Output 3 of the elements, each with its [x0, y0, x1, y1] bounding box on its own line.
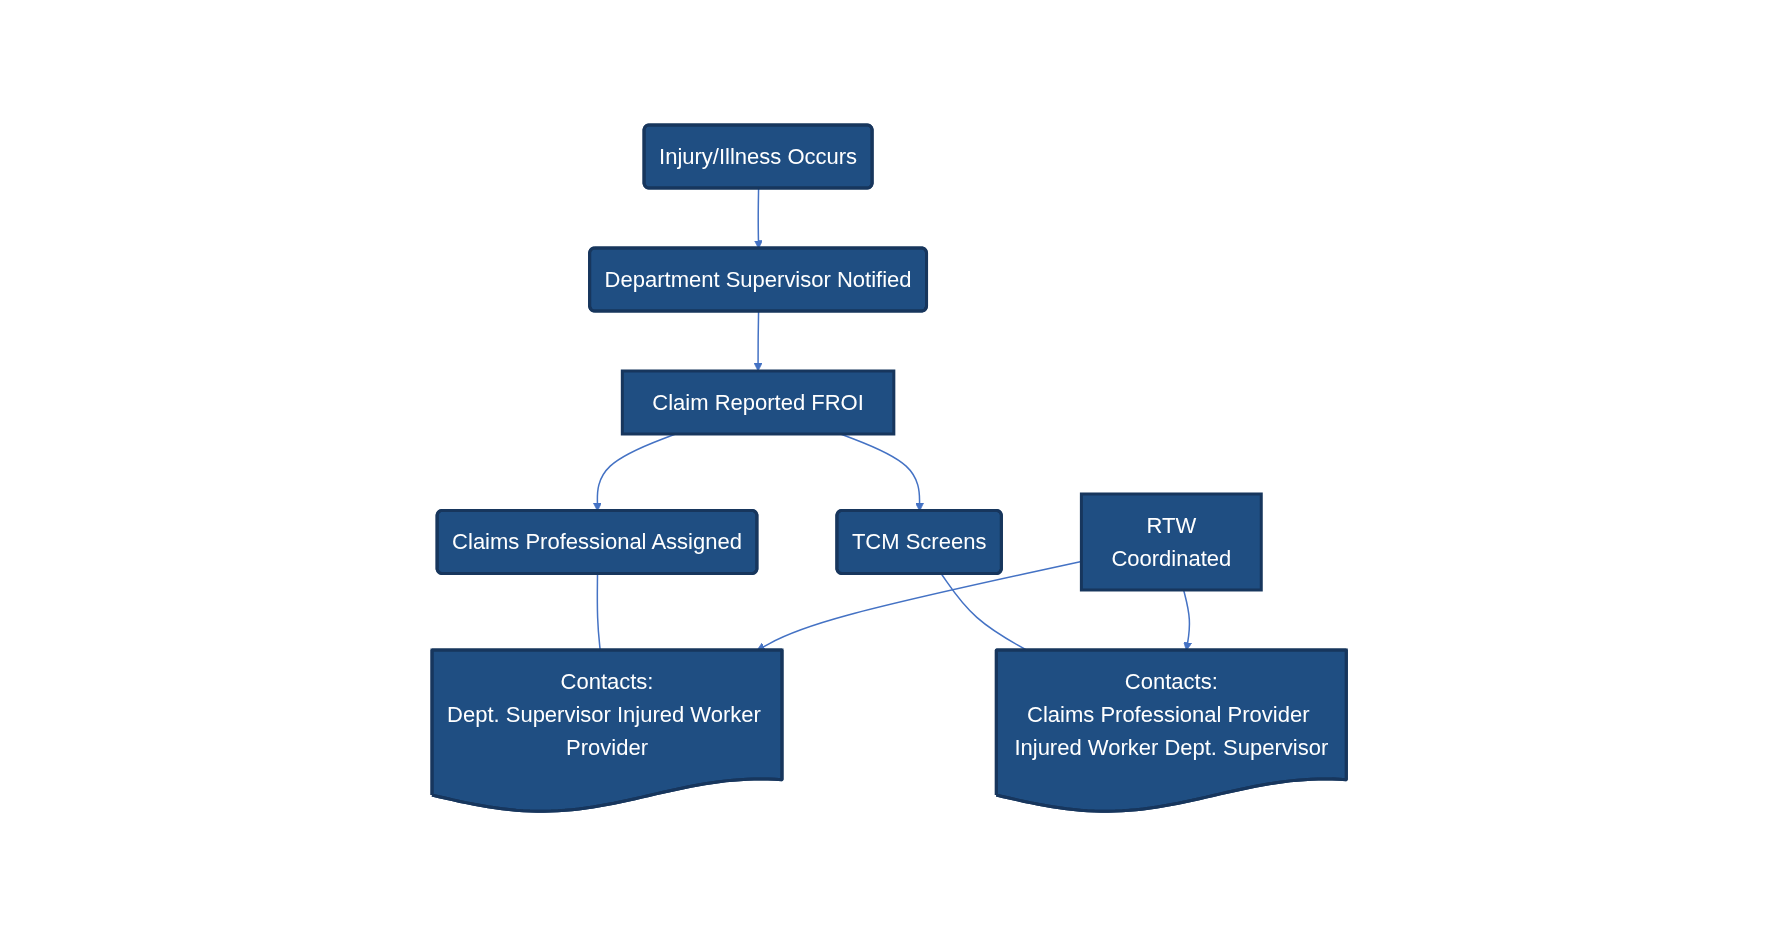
arrow — [754, 311, 763, 372]
node-box: Claim Reported FROI — [621, 369, 896, 436]
node-box: RTW Coordinated — [1080, 492, 1264, 592]
